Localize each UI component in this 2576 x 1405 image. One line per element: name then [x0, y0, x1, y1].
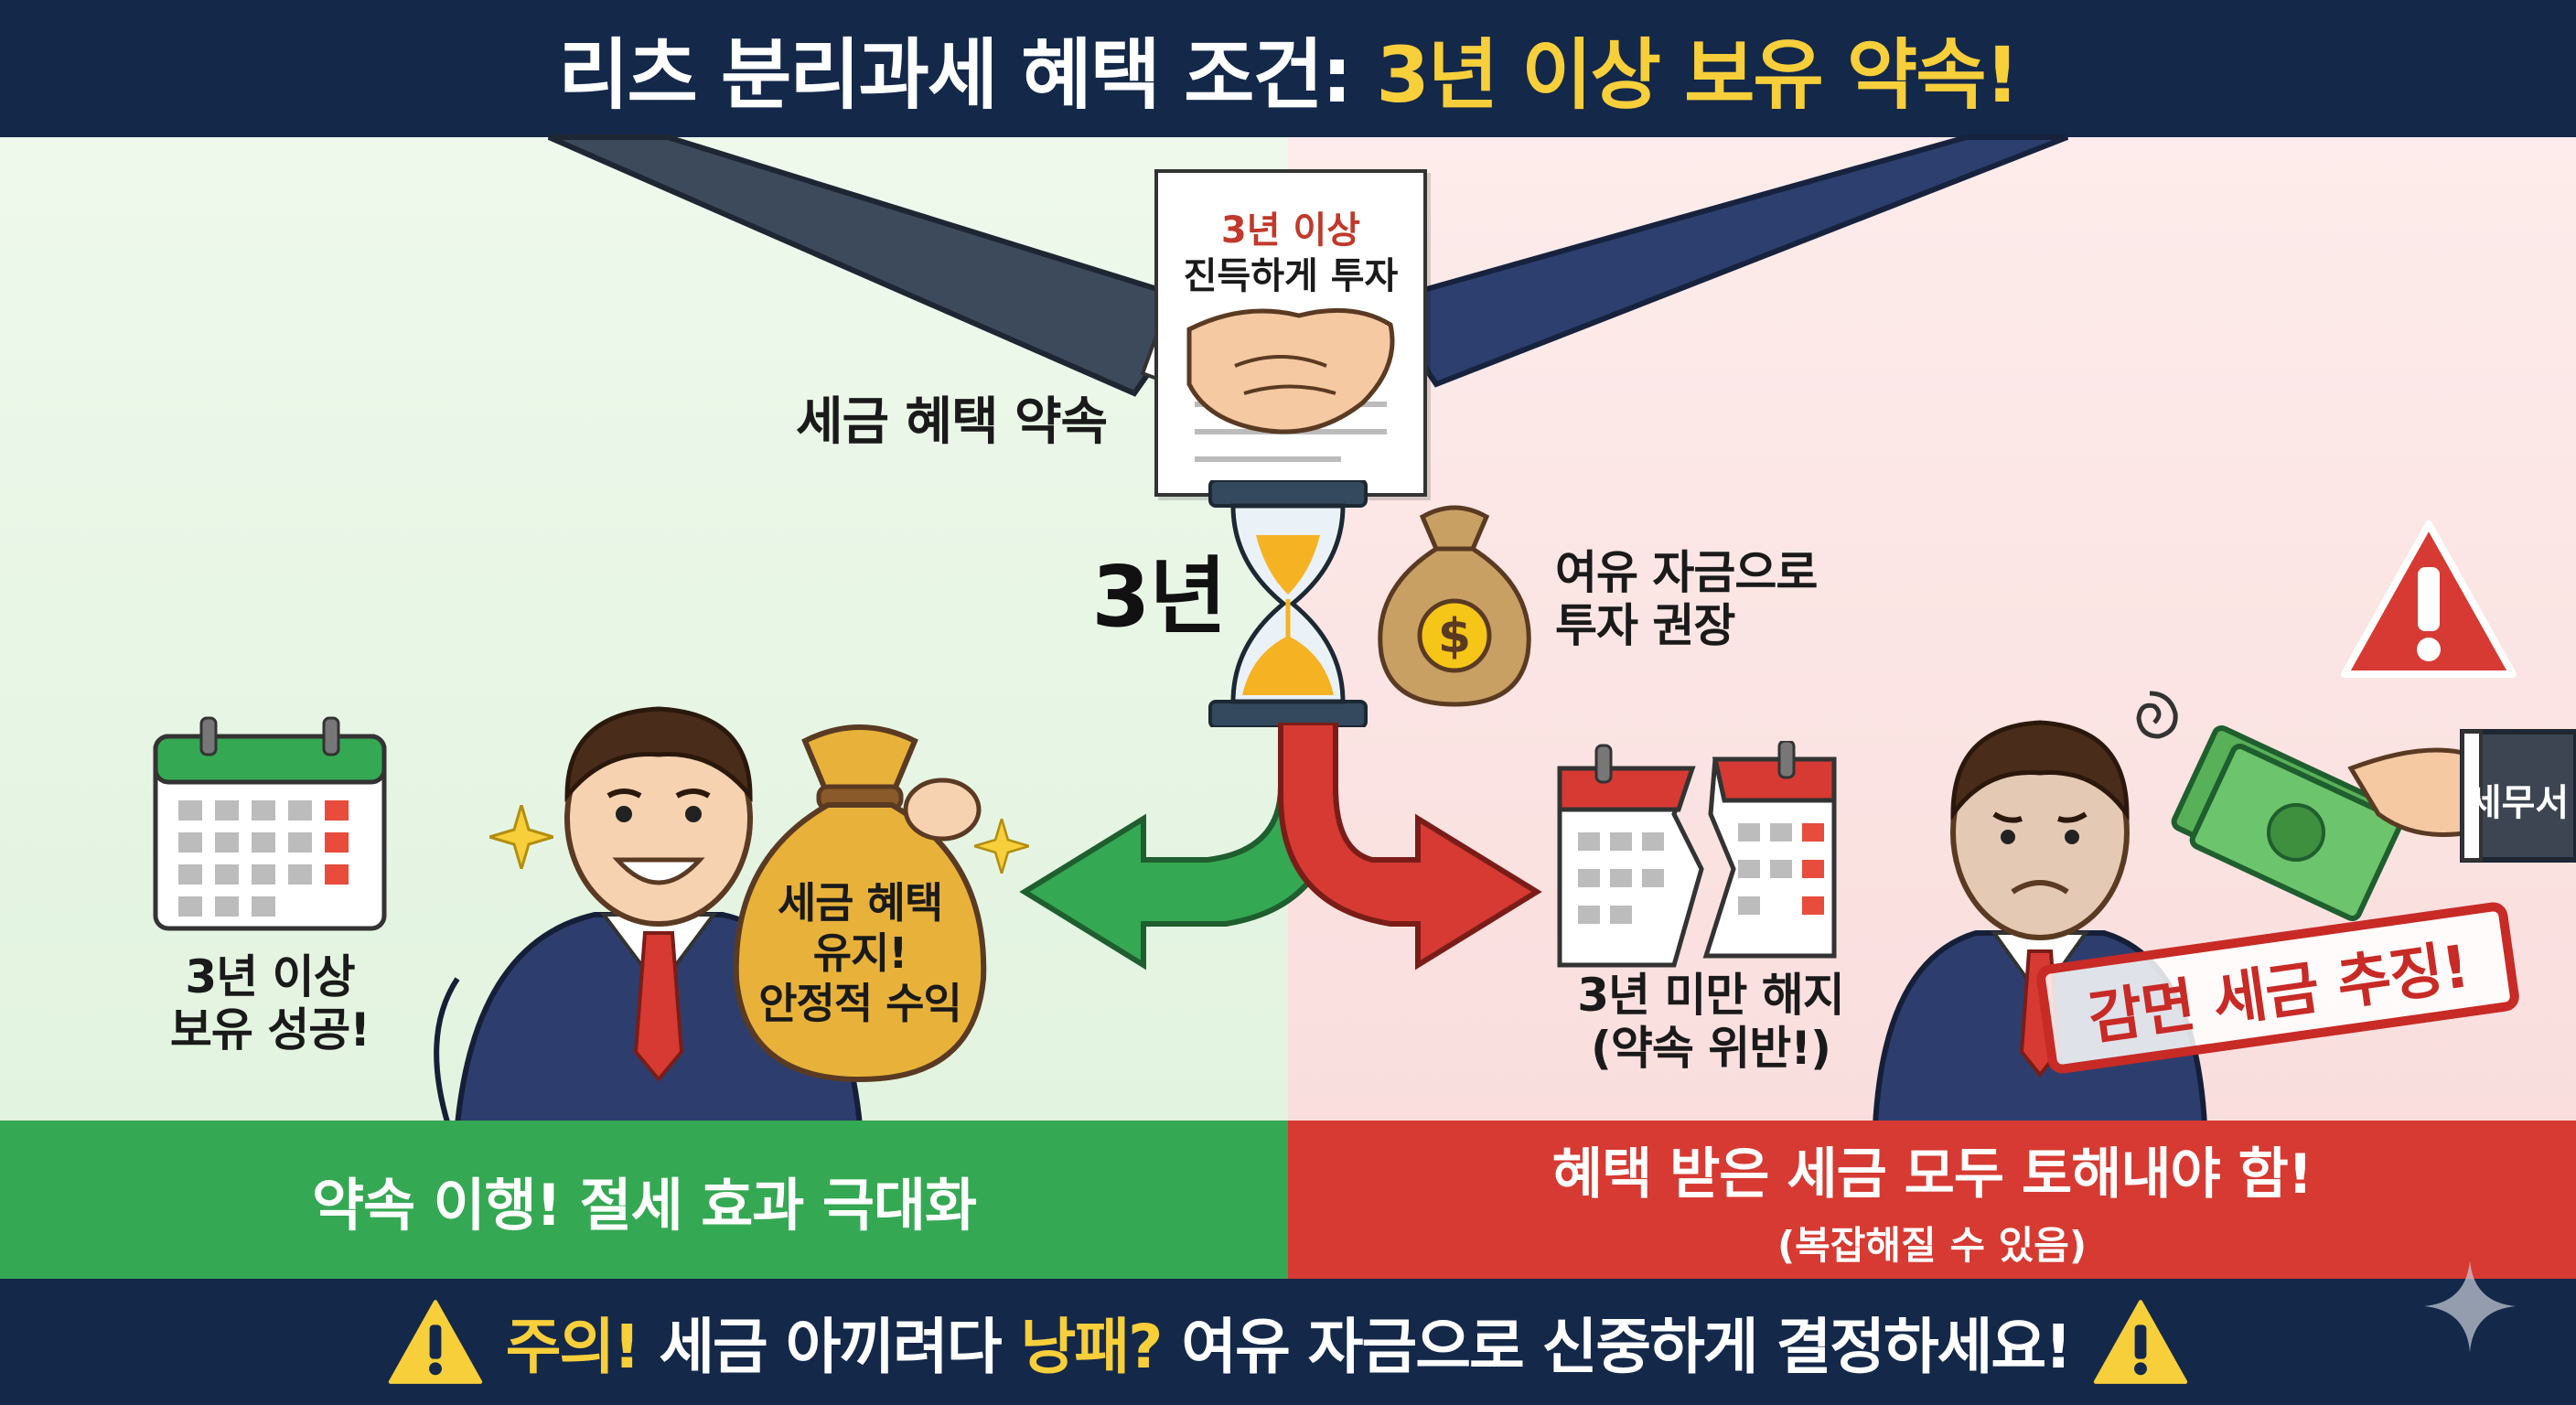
- footer-highlight: 낭패?: [1020, 1312, 1164, 1382]
- right-arm-sleeve: [1377, 134, 2069, 388]
- branch-arrows: [1019, 723, 1542, 971]
- left-arm-sleeve: [547, 134, 1203, 397]
- tax-office-label: 세무서: [2467, 782, 2570, 824]
- red-arrow: [1278, 723, 1542, 971]
- footer-text-2: 여유 자금으로 신중하게 결정하세요!: [1181, 1312, 2072, 1382]
- bag-text: 세금 혜택 유지! 안정적 수익: [758, 878, 962, 1029]
- warning-icon: [2094, 1300, 2188, 1384]
- money-bag-large-icon: [733, 724, 987, 1083]
- spare-funds-label: 여유 자금으로 투자 권장: [1555, 546, 1818, 652]
- title-main: 리츠 분리과세 혜택 조건:: [558, 29, 1352, 120]
- sparkle-icon: [489, 805, 553, 869]
- svg-text:$: $: [1438, 609, 1471, 664]
- handshake-front: [1186, 307, 1395, 434]
- sparkle-icon: [974, 819, 1029, 874]
- warning-icon: [2341, 520, 2517, 678]
- tax-office-hand-money: [2171, 724, 2576, 922]
- title-highlight: 3년 이상 보유 약속!: [1376, 29, 2019, 120]
- right-band-sub: (복잡해질 수 있음): [1776, 1222, 2088, 1268]
- money-bag-small-icon: $: [1378, 505, 1531, 707]
- dizzy-swirl-icon: [2136, 691, 2178, 739]
- calendar-icon-success: [153, 716, 387, 931]
- hands-clasp: [1186, 307, 1395, 434]
- right-result-band: 혜택 받은 세금 모두 토해내야 함! (복잡해질 수 있음): [1288, 1121, 2576, 1279]
- footer-bar: 주의! 세금 아끼려다 낭패? 여유 자금으로 신중하게 결정하세요!: [0, 1279, 2576, 1405]
- early-exit-label: 3년 미만 해지 (약속 위반!): [1577, 969, 1845, 1075]
- footer-text-1: 세금 아끼려다: [659, 1312, 1002, 1382]
- title-bar: 리츠 분리과세 혜택 조건: 3년 이상 보유 약속!: [0, 0, 2576, 137]
- hourglass-icon: [1208, 480, 1368, 727]
- warning-icon: [388, 1300, 482, 1384]
- three-years-label: 3년: [1091, 548, 1227, 646]
- document-rule: [1195, 456, 1341, 462]
- left-band-text: 약속 이행! 절세 효과 극대화: [311, 1171, 977, 1239]
- footer-caution: 주의!: [505, 1312, 641, 1382]
- right-band-main: 혜택 받은 세금 모두 토해내야 함!: [1551, 1142, 2313, 1207]
- document-line1: 3년 이상: [1220, 209, 1361, 252]
- broken-calendar-icon: [1557, 741, 1837, 968]
- sparkle-watermark-icon: [2424, 1260, 2516, 1352]
- tax-promise-label: 세금 혜택 약속: [795, 392, 1108, 452]
- success-label: 3년 이상 보유 성공!: [169, 950, 370, 1056]
- sad-businessman: [1872, 720, 2208, 1125]
- document-line2: 진득하게 투자: [1183, 255, 1399, 297]
- left-result-band: 약속 이행! 절세 효과 극대화: [0, 1121, 1288, 1279]
